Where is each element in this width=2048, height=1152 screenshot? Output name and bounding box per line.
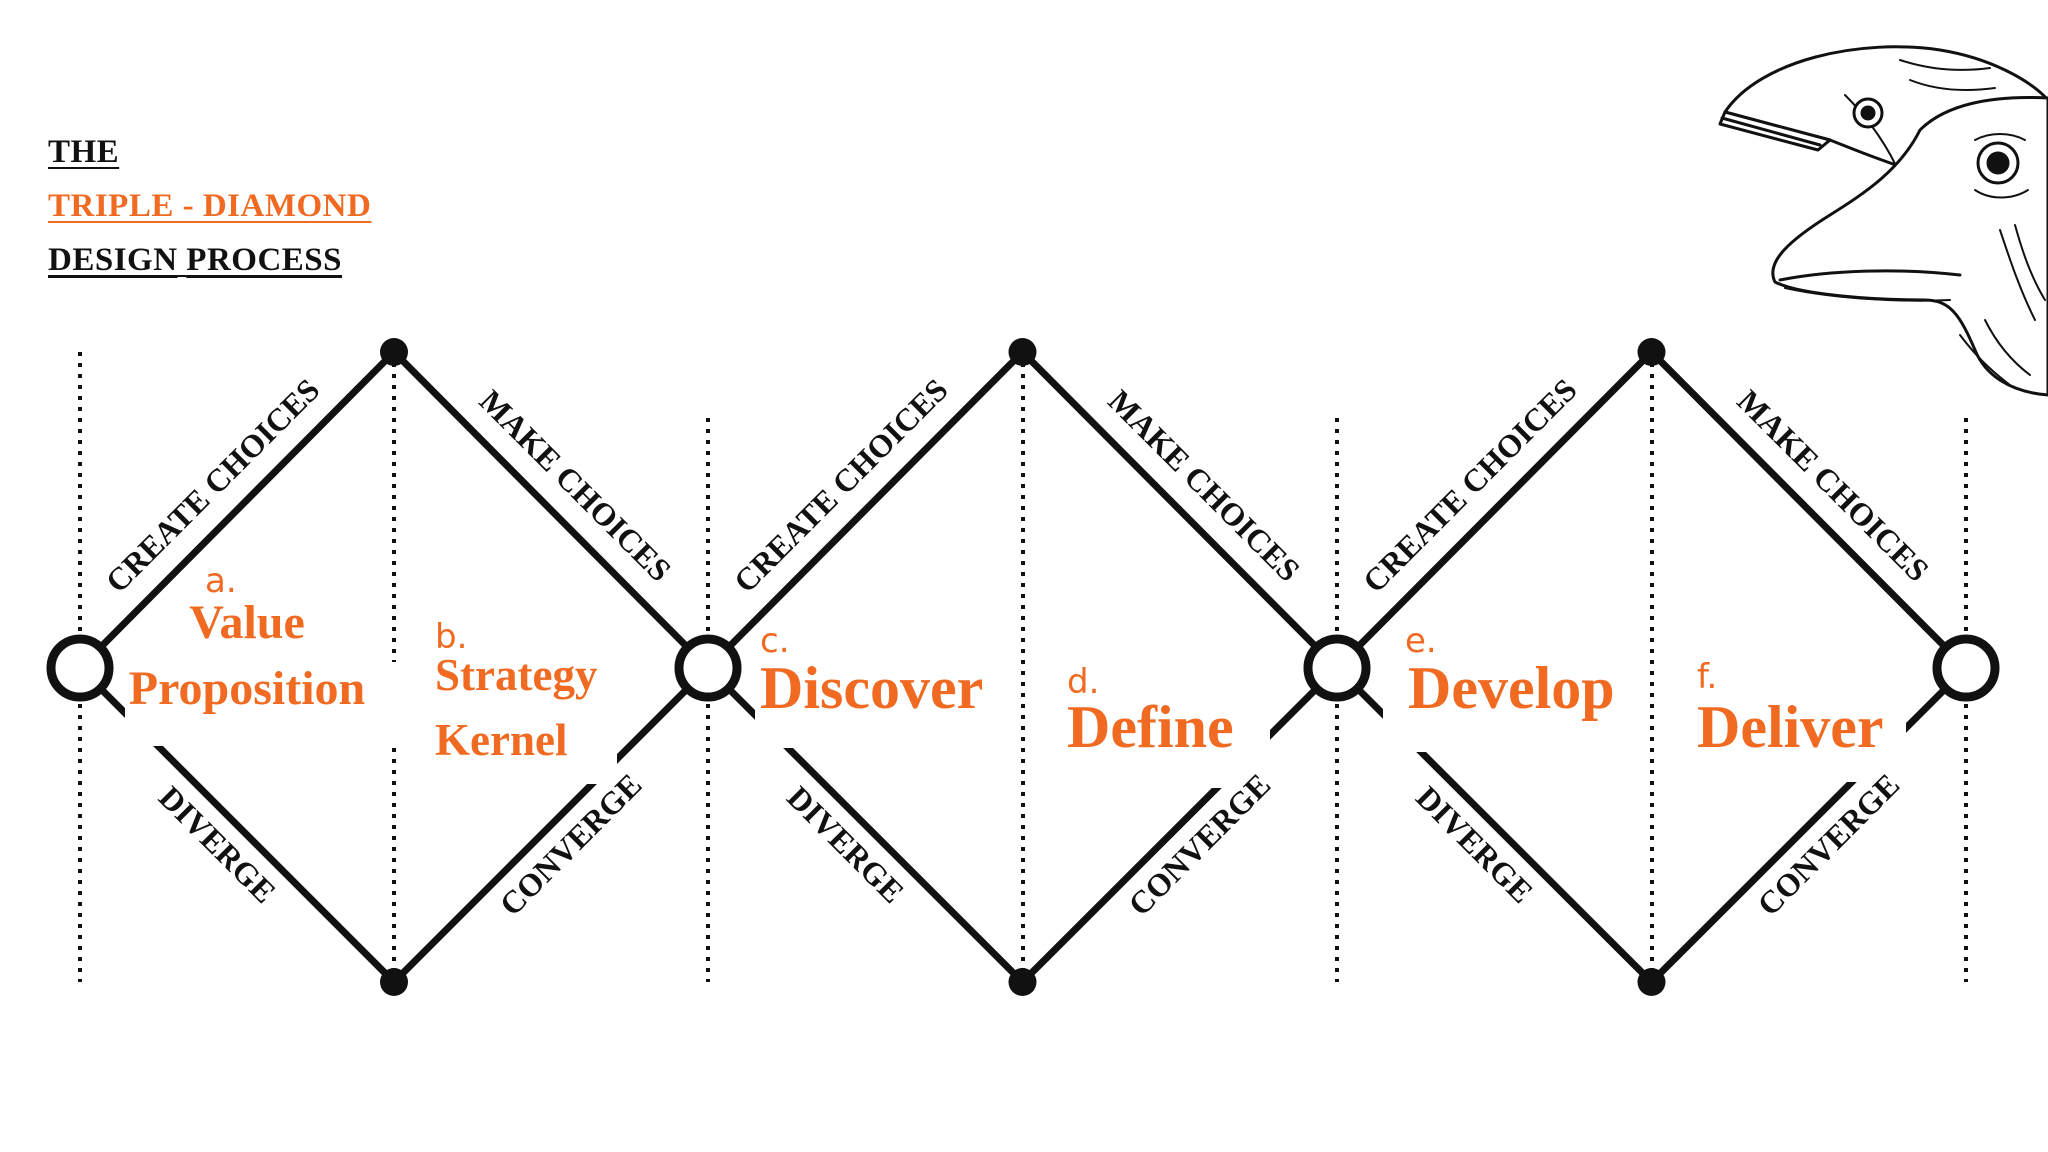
- phase-name: Deliver: [1697, 694, 1884, 760]
- bird-illustration: [1718, 45, 2048, 397]
- phase-letter: d.: [1067, 662, 1099, 702]
- diamond-edge: [1019, 664, 1341, 986]
- phase-name: Discover: [760, 655, 983, 721]
- phase-letter: f.: [1697, 657, 1717, 697]
- phase-label-backing: [1692, 702, 1906, 782]
- phase-name: Define: [1067, 694, 1234, 760]
- phase-name: Strategy: [435, 650, 598, 700]
- title-design-process: DESIGN PROCESS: [48, 244, 342, 277]
- phase-name: Value: [189, 596, 305, 649]
- peak-node: [1637, 338, 1666, 366]
- edge-label-make-choices: MAKE CHOICES: [1101, 382, 1307, 588]
- phase-letter: c.: [760, 621, 790, 661]
- edge-label-create-choices: CREATE CHOICES: [727, 371, 955, 599]
- diamond-edge: [390, 348, 712, 672]
- edge-label-diverge: DIVERGE: [152, 779, 283, 910]
- title-triple-diamond: TRIPLE - DIAMOND: [48, 188, 372, 224]
- valley-node: [1637, 968, 1666, 996]
- hub-node: [1303, 634, 1371, 702]
- edge-label-make-choices: MAKE CHOICES: [473, 382, 679, 588]
- diamond-edge: [1019, 348, 1341, 672]
- diamond-edge: [76, 348, 398, 672]
- title-process: PROCESS: [186, 242, 343, 278]
- diamond-edge: [1648, 348, 1970, 672]
- phase-name: Develop: [1408, 655, 1615, 721]
- phase-label-backing: [755, 662, 1008, 748]
- diamond-edge: [704, 348, 1026, 672]
- edge-label-converge: CONVERGE: [1121, 766, 1277, 922]
- hub-node: [674, 634, 742, 702]
- edge-label-create-choices: CREATE CHOICES: [1356, 371, 1584, 599]
- hub-node: [1932, 634, 2000, 702]
- phase-letter: b.: [435, 617, 467, 657]
- phase-letter: a.: [205, 561, 237, 601]
- phase-label-backing: [1383, 660, 1642, 752]
- diamond-edge: [1648, 664, 1970, 986]
- diamond-edge: [390, 664, 712, 986]
- edge-label-diverge: DIVERGE: [780, 779, 911, 910]
- phase-label-backing: [1062, 710, 1270, 788]
- diamond-edge: [1333, 348, 1655, 672]
- edge-label-converge: CONVERGE: [1750, 766, 1906, 922]
- edge-label-make-choices: MAKE CHOICES: [1730, 382, 1936, 588]
- valley-node: [1008, 968, 1037, 996]
- edge-label-converge: CONVERGE: [492, 766, 648, 922]
- peak-node: [380, 338, 408, 366]
- diamond-nodes: [46, 338, 2000, 996]
- phase-label-backing: [125, 662, 407, 746]
- hub-node: [46, 634, 114, 702]
- peak-node: [1008, 338, 1037, 366]
- title-design: DESIGN: [48, 242, 178, 278]
- phase-label-backing: [414, 644, 617, 784]
- edge-label-diverge: DIVERGE: [1409, 779, 1540, 910]
- valley-node: [380, 968, 408, 996]
- phase-name: Kernel: [435, 715, 567, 765]
- phase-letter: e.: [1405, 621, 1437, 661]
- phase-name: Proposition: [129, 662, 365, 715]
- title-the: THE: [48, 134, 120, 170]
